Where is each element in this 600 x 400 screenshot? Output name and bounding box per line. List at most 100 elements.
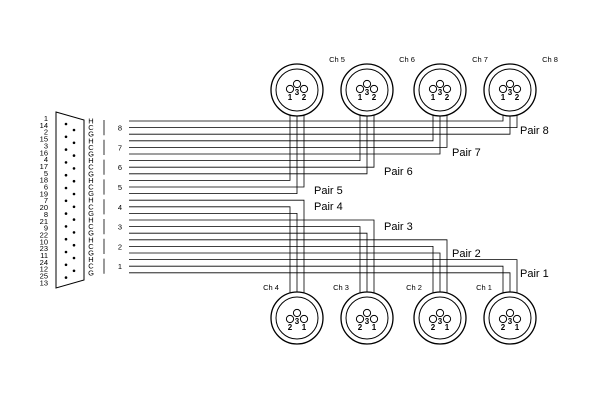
wire <box>129 92 305 188</box>
xlr-pin-socket <box>442 314 452 324</box>
xlr-pin-socket <box>355 84 365 94</box>
db25-pin-label: 2 <box>44 128 48 137</box>
db25-hole <box>64 225 68 228</box>
db25-pin-label: 15 <box>40 135 48 144</box>
db25-hole <box>64 276 68 279</box>
group-label: 8 <box>118 124 122 133</box>
db25-pin-label: 20 <box>40 203 48 212</box>
signal-code: C <box>88 242 94 251</box>
xlr-pin-number: 3 <box>365 88 370 97</box>
channel-label: Ch 5 <box>329 55 345 64</box>
db25-pin-label: 14 <box>40 121 48 130</box>
pair-label: Pair 4 <box>314 201 343 213</box>
signal-code: G <box>88 130 94 139</box>
xlr-pin-socket <box>435 308 445 318</box>
signal-code: C <box>88 183 94 192</box>
xlr-pin-socket <box>428 314 438 324</box>
xlr-pin-socket <box>498 84 508 94</box>
db25-pin-label: 22 <box>40 230 48 239</box>
group-label: 4 <box>118 203 122 212</box>
xlr-pin-socket <box>505 308 515 318</box>
xlr-pin-socket <box>505 79 515 89</box>
wire <box>129 226 361 316</box>
signal-code: C <box>88 163 94 172</box>
channel-label: Ch 8 <box>542 55 558 64</box>
db25-pin-label: 24 <box>40 258 48 267</box>
xlr-pin-socket <box>362 79 372 89</box>
signal-code: H <box>88 216 93 225</box>
xlr-pin-socket <box>512 84 522 94</box>
db25-hole <box>64 250 68 254</box>
wire <box>129 206 291 316</box>
wire <box>129 92 291 181</box>
db25-hole <box>72 256 76 260</box>
db25-pin-label: 10 <box>40 237 48 246</box>
db25-pin-label: 18 <box>40 176 48 185</box>
xlr-pin-socket <box>285 84 295 94</box>
wire <box>129 232 368 316</box>
xlr-pin-number: 1 <box>288 93 293 102</box>
xlr-pin-socket <box>362 308 372 318</box>
signal-code: G <box>88 209 94 218</box>
xlr-pin-number: 1 <box>501 93 506 102</box>
group-label: 3 <box>118 223 122 232</box>
pair-label: Pair 6 <box>384 166 413 178</box>
db25-hole <box>64 122 68 126</box>
xlr-pin-number: 2 <box>431 323 436 332</box>
pair-label: Pair 1 <box>520 268 549 280</box>
signal-code: H <box>88 136 93 145</box>
signal-code: C <box>88 262 94 271</box>
pair-label: Pair 5 <box>314 185 343 197</box>
signal-code: G <box>88 268 94 277</box>
pair-label: Pair 7 <box>452 147 481 159</box>
xlr-pin-socket <box>355 314 365 324</box>
xlr-pin-socket <box>369 314 379 324</box>
xlr-pin-number: 3 <box>295 88 300 97</box>
xlr-pin-number: 2 <box>288 323 293 332</box>
db25-pin-label: 5 <box>44 169 48 178</box>
db25-hole <box>64 173 68 177</box>
pair-label: Pair 3 <box>384 221 413 233</box>
db25-hole <box>64 212 68 215</box>
db25-pin-label: 16 <box>40 148 48 157</box>
db25-hole <box>64 161 68 164</box>
wire <box>129 92 361 162</box>
xlr-pin-number: 3 <box>438 317 443 326</box>
db25-hole <box>72 231 76 234</box>
db25-hole <box>72 243 76 247</box>
xlr-pin-socket <box>285 314 295 324</box>
db25-holes <box>64 122 76 279</box>
db25-hole <box>64 186 68 190</box>
xlr-pin-number: 2 <box>501 323 506 332</box>
db25-hole <box>72 269 76 273</box>
signal-code: G <box>88 229 94 238</box>
signal-code: G <box>88 249 94 258</box>
xlr-pin-socket <box>369 84 379 94</box>
db25-pin-labels: 1142153164175186197208219221023112412251… <box>40 114 48 287</box>
db25-pin-label: 3 <box>44 141 48 150</box>
wire <box>129 92 298 195</box>
wire <box>129 219 375 316</box>
db25-pin-label: 4 <box>44 155 48 164</box>
xlr-pin-number: 2 <box>445 93 450 102</box>
db25-hole <box>72 205 76 209</box>
xlr-pin-number: 1 <box>358 93 363 102</box>
db25-pin-label: 7 <box>44 196 48 205</box>
xlr-pin-number: 1 <box>372 323 377 332</box>
signal-code: H <box>88 176 93 185</box>
signal-code: C <box>88 222 94 231</box>
wire <box>129 92 368 175</box>
channel-label: Ch 4 <box>263 283 279 292</box>
wire <box>129 239 448 316</box>
db25-pin-label: 8 <box>44 210 48 219</box>
db25-hole <box>64 237 68 241</box>
channel-label: Ch 1 <box>476 283 492 292</box>
xlr-pin-number: 1 <box>445 323 450 332</box>
